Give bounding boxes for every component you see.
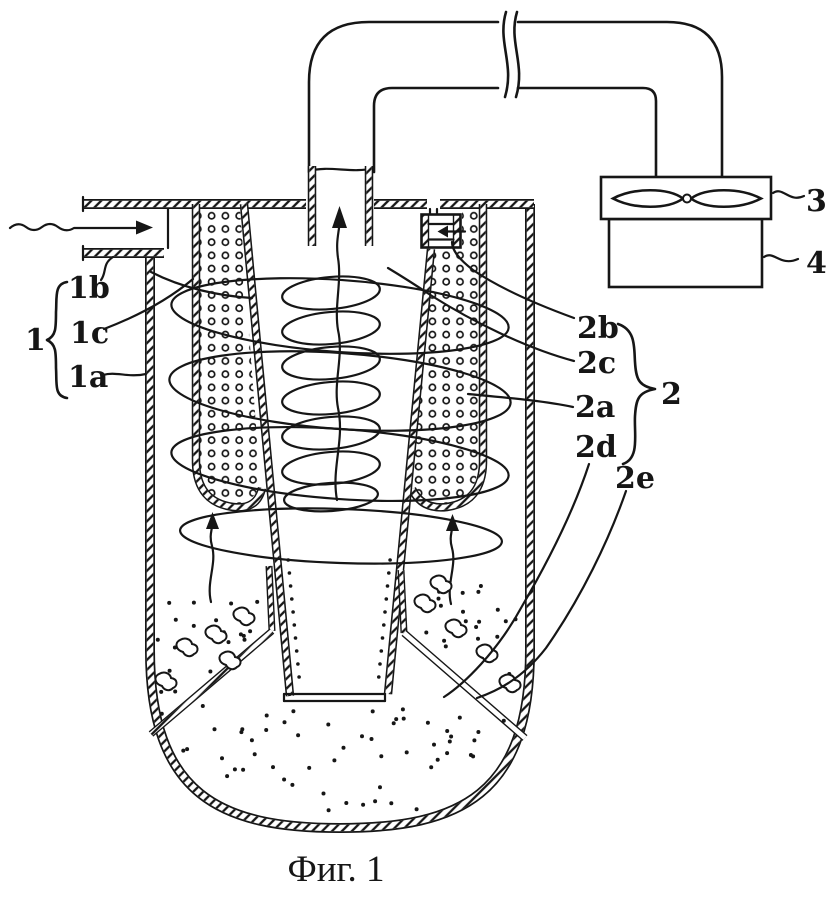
exhaust-pipe — [307, 10, 724, 179]
label-1a: 1a — [68, 360, 108, 395]
leader-2e — [475, 489, 628, 700]
exhaust-stub — [312, 166, 369, 246]
label-1c: 1c — [70, 316, 109, 351]
label-2c: 2c — [577, 346, 616, 381]
reference-labels: 1b 1c 1a 1 2b 2c 2a 2d 2e 2 3 4 — [25, 184, 827, 496]
fan-blade-right — [688, 189, 764, 208]
updraft-arrow-center — [332, 206, 347, 502]
label-4: 4 — [806, 246, 827, 281]
label-2d: 2d — [575, 430, 617, 465]
label-3: 3 — [806, 184, 827, 219]
label-2: 2 — [661, 377, 682, 412]
label-2b: 2b — [577, 311, 619, 346]
inlet-duct — [8, 195, 170, 262]
valve-arrow — [437, 225, 467, 238]
leader-1a — [101, 372, 148, 377]
hose-end-line — [307, 166, 376, 173]
motor-unit — [607, 217, 764, 289]
braces — [45, 280, 657, 466]
inflow-arrow — [8, 220, 153, 235]
leader-2a — [466, 392, 575, 409]
leader-2c — [386, 266, 576, 363]
leader-4 — [762, 254, 800, 263]
leader-lines — [99, 190, 806, 700]
brace-1 — [45, 280, 69, 400]
check-valve — [420, 207, 467, 249]
figure-caption: Фиг. 1 — [287, 849, 384, 890]
updraft-arrow-left — [206, 512, 219, 604]
coil-spring — [281, 275, 381, 513]
right-filter-cone — [412, 204, 483, 507]
leader-2b — [450, 240, 576, 320]
brace-2 — [616, 322, 657, 466]
label-2a: 2a — [575, 390, 615, 425]
leader-1b — [99, 255, 115, 282]
leader-2d — [442, 462, 591, 699]
pipe-break-mark — [502, 10, 521, 99]
fan-hub — [682, 193, 692, 204]
swirl-flow-lines — [149, 270, 512, 565]
label-2e: 2e — [615, 461, 655, 496]
label-1b: 1b — [68, 271, 110, 306]
leader-3 — [771, 190, 806, 199]
dust-funnel — [244, 204, 431, 703]
leader-1c — [102, 277, 195, 331]
label-1: 1 — [25, 323, 46, 358]
baffle-plates — [151, 566, 525, 738]
fan-unit — [599, 175, 773, 221]
